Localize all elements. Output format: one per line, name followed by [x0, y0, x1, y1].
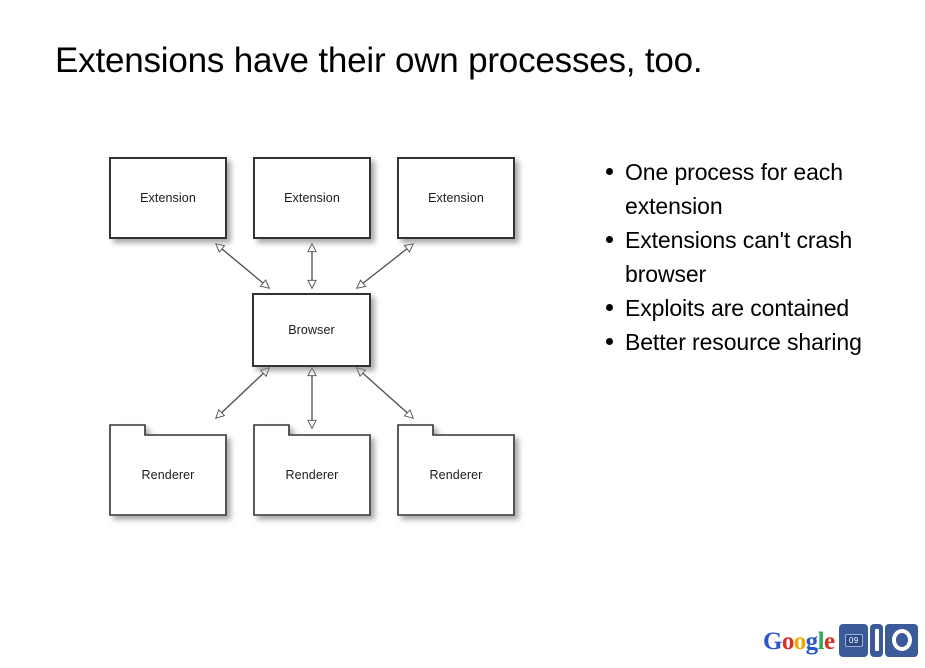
browser-box-group	[252, 293, 371, 367]
extension-boxes	[109, 157, 515, 239]
list-item-text: Extensions can't crash browser	[625, 227, 853, 287]
bullet-dot-icon	[606, 168, 613, 175]
io-year-tile: 09	[839, 623, 869, 657]
connector-group-extensions	[216, 244, 413, 288]
list-item-text: Exploits are contained	[625, 295, 850, 321]
renderer-box-1[interactable]	[109, 424, 227, 516]
io-letter-i-glyph	[874, 629, 879, 651]
bullet-dot-icon	[606, 304, 613, 311]
list-item-text: Better resource sharing	[625, 329, 862, 355]
browser-box[interactable]	[252, 293, 371, 367]
list-item: Better resource sharing	[603, 325, 903, 359]
renderer-box-3[interactable]	[397, 424, 515, 516]
bullet-dot-icon	[606, 338, 613, 345]
list-item-text: One process for each extension	[625, 159, 843, 219]
google-letter-o2: o	[793, 627, 807, 655]
list-item: Exploits are contained	[603, 291, 903, 325]
google-wordmark: Google	[763, 627, 835, 655]
google-letter-g2: g	[805, 627, 819, 655]
google-io-logo: Google 09	[763, 620, 919, 660]
connector-group-renderers	[216, 368, 413, 428]
google-letter-l: l	[817, 627, 825, 655]
google-letter-g1: G	[763, 627, 782, 655]
extension-box-3[interactable]	[397, 157, 515, 239]
google-letter-e: e	[823, 627, 835, 655]
list-item: One process for each extension	[603, 155, 903, 223]
connector-extension-1-browser	[216, 244, 269, 288]
connector-browser-renderer-3	[357, 368, 413, 418]
bullet-dot-icon	[606, 236, 613, 243]
list-item: Extensions can't crash browser	[603, 223, 903, 291]
diagram-canvas	[109, 157, 515, 516]
renderer-box-2[interactable]	[253, 424, 371, 516]
io-letter-o-tile	[885, 623, 919, 657]
google-letter-o1: o	[781, 627, 795, 655]
io-year-label: 09	[844, 633, 863, 647]
chrome-process-architecture-diagram: Extension Extension Extension Browser Re…	[95, 140, 545, 540]
extension-box-1[interactable]	[109, 157, 227, 239]
connector-extension-3-browser	[357, 244, 413, 288]
bullet-list: One process for each extension Extension…	[603, 155, 903, 359]
extension-box-2[interactable]	[253, 157, 371, 239]
renderer-boxes	[109, 424, 515, 516]
page-title: Extensions have their own processes, too…	[55, 41, 703, 80]
io-mark: 09	[839, 623, 919, 657]
connector-browser-renderer-1	[216, 368, 269, 418]
io-letter-i-tile	[870, 623, 884, 657]
io-letter-o-glyph	[891, 629, 912, 651]
